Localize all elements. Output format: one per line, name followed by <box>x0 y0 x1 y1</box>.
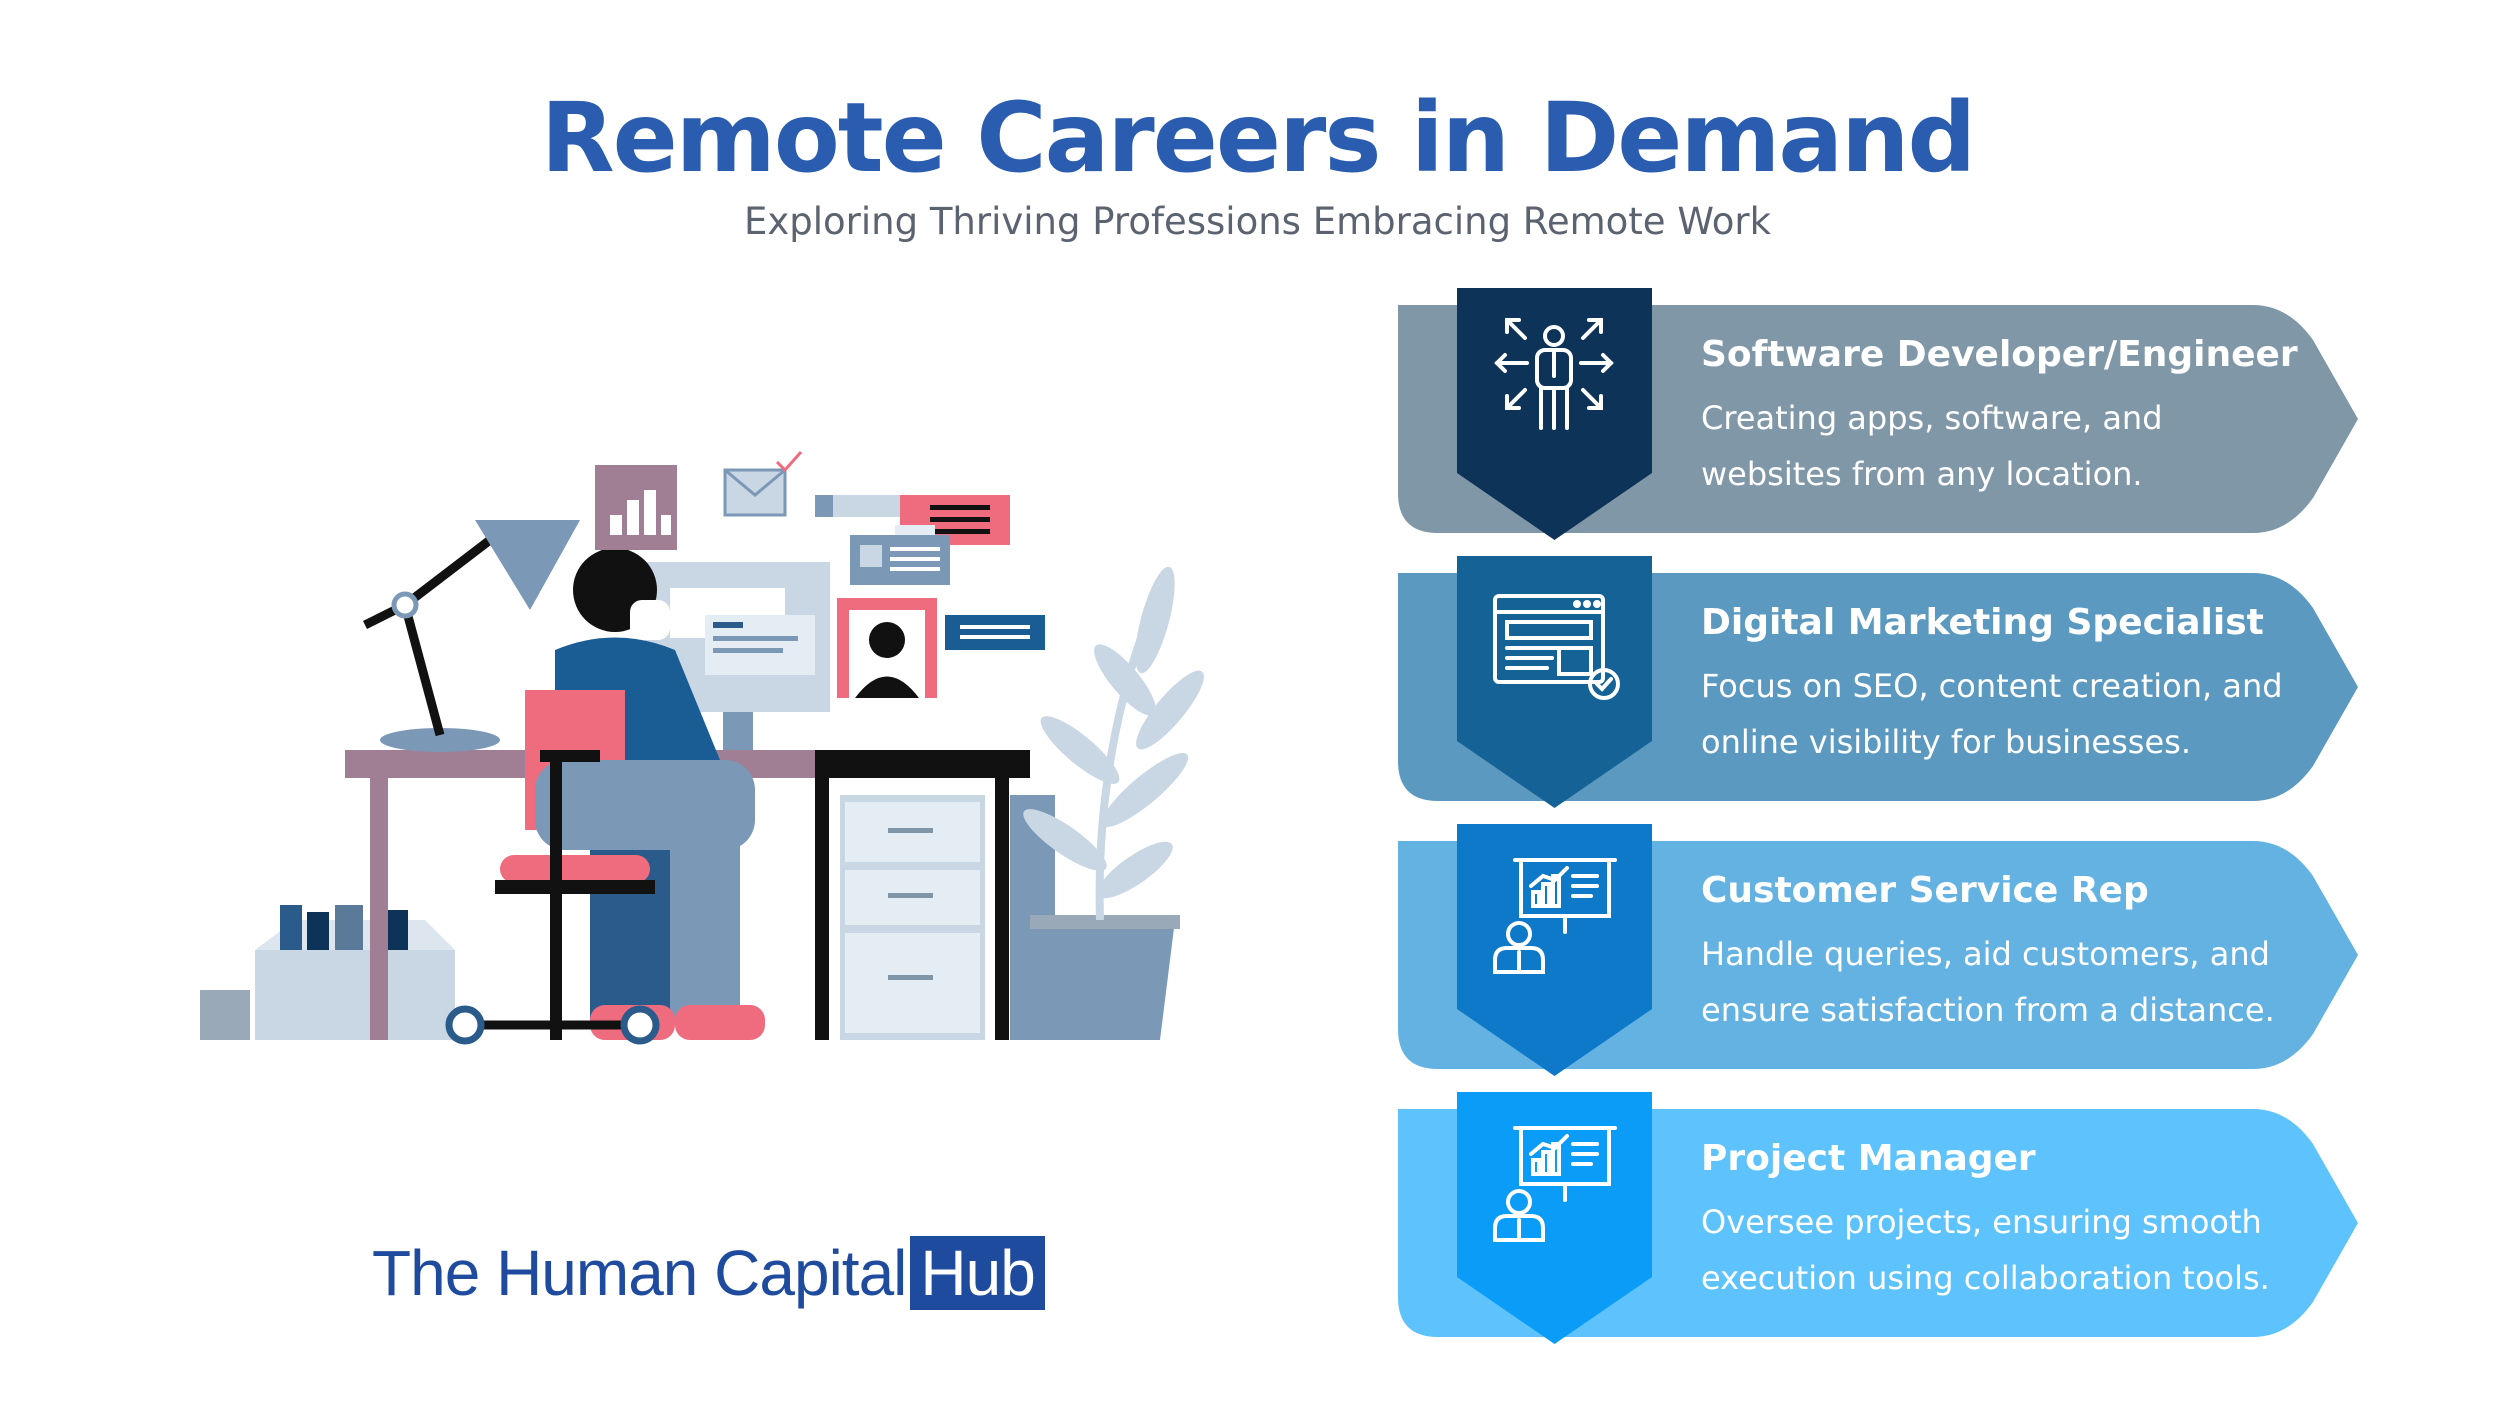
career-description: Handle queries, aid customers, and ensur… <box>1701 935 2275 1029</box>
career-badge-customer-service <box>1457 824 1652 1076</box>
career-title: Project Manager <box>1701 1138 2036 1179</box>
presentation-icon <box>1493 1126 1617 1242</box>
career-title: Digital Marketing Specialist <box>1701 602 2264 643</box>
brand-highlight: Hub <box>910 1236 1045 1310</box>
career-title: Software Developer/Engineer <box>1701 334 2298 375</box>
career-badge-software-developer <box>1457 288 1652 540</box>
brand-name: The Human Capital <box>372 1237 907 1309</box>
network-person-icon <box>1494 318 1614 430</box>
career-badge-project-manager <box>1457 1092 1652 1344</box>
page-title: Remote Careers in Demand <box>540 82 1976 194</box>
career-description: Creating apps, software, and websites fr… <box>1701 399 2163 493</box>
career-description: Focus on SEO, content creation, and onli… <box>1701 667 2283 761</box>
career-description: Oversee projects, ensuring smooth execut… <box>1701 1203 2270 1297</box>
career-title: Customer Service Rep <box>1701 870 2149 911</box>
page-subtitle: Exploring Thriving Professions Embracing… <box>743 200 1772 243</box>
remote-worker-desk-illustration <box>200 451 1204 1045</box>
web-settings-icon <box>1493 594 1620 700</box>
presentation-icon <box>1493 858 1617 974</box>
career-badge-digital-marketing <box>1457 556 1652 808</box>
